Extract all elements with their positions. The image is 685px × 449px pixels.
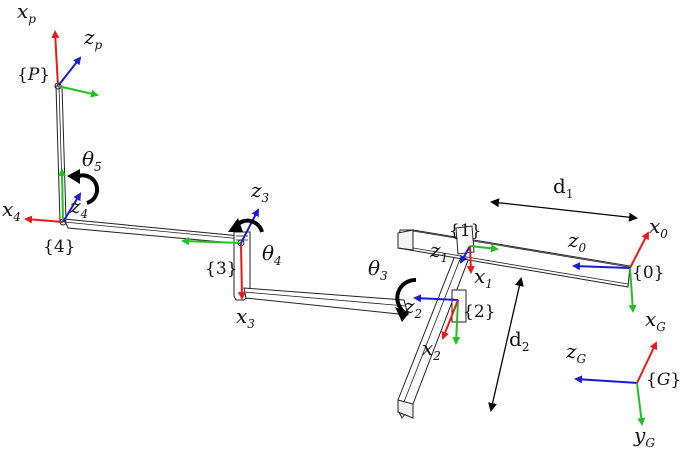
theta3-arrowhead [395,307,409,322]
frame-G-y-axis [636,382,646,426]
d2-label: d2 [509,327,529,354]
frame-G: zG {G} yG [565,339,681,449]
frame-1-z-label: z1 [429,238,448,265]
prismatic-beam-d1 [397,229,631,288]
frame-P-z-axis [57,56,82,87]
frame-4-name: {4} [43,237,75,257]
robot-structure [54,82,631,419]
frame-1-x-axis [466,245,475,274]
d1-label: d1 [553,174,573,201]
frame-3-z-axis [240,208,259,244]
frame-P: xp zp {P} [17,0,103,98]
frame-3: z3 x3 {3} [181,178,270,331]
frame-4-x-label: x4 [2,197,21,224]
theta5-rotation: θ5 [67,147,102,205]
frame-P-z-label: zp [83,25,103,52]
frame-3-x-axis [237,242,246,300]
frame-4: x4 z4 {4} [2,168,88,257]
frame-3-name: {3} [205,259,237,279]
frame-1-name: {1} [449,221,481,241]
link-3-2 [243,287,409,316]
theta3-arc [395,277,417,314]
theta4-rotation: θ4 [228,218,282,268]
frame-2-x-label: x2 [422,336,441,363]
frame-P-name: {P} [17,65,50,85]
theta3-rotation: θ3 [368,256,417,322]
frame-2-name: {2} [463,302,495,322]
frame-4-y-axis [58,168,67,223]
frame-0-z-label: z0 [567,228,587,255]
theta5-label: θ5 [82,147,102,174]
frame-P-x-label: xp [17,0,36,26]
dimension-d2: d2 [488,277,529,412]
frame-4-z-label: z4 [69,194,88,221]
dimension-d1: d1 [490,174,638,222]
frame-4-z-axis [62,192,82,223]
frame-2-z-axis [413,294,459,303]
frame-0-y-axis [628,267,637,313]
frame-1-y-axis [469,244,499,253]
theta5-arrowhead [67,169,80,184]
frame-G-y-label: yG [633,423,655,449]
frame-3-y-axis [181,237,242,246]
frame-P-y-axis [57,85,99,98]
frame-2-y-axis [452,299,461,345]
link-4-3 [63,218,245,245]
frame-G-x-axis [636,341,658,384]
frame-0: x0 z0 {0} xG [567,214,668,334]
frame-0-name: {0} [632,263,664,283]
frame-1-x-label: x1 [474,264,493,291]
frame-3-x-label: x3 [236,304,255,331]
theta5-arc [78,173,100,205]
prismatic-beam-d2 [397,247,473,419]
frame-G-name: {G} [646,370,681,390]
frame-0-x-axis [629,231,649,269]
theta3-label: θ3 [368,256,388,283]
frame-3-z-label: z3 [250,178,270,205]
d1-arrow [490,198,638,222]
frame-0-z-axis [572,262,631,271]
frame-2: z2 x2 {2} [403,294,495,363]
frame-G-z-axis [574,375,638,384]
joint-2-block [451,289,467,323]
frame-0-x-label: x0 [649,214,668,241]
theta4-label: θ4 [262,241,282,268]
frame-1-z-axis [460,245,471,264]
theta4-arrowhead [228,218,243,232]
frame-P-x-axis [51,30,60,87]
frame-2-x-axis [441,299,459,340]
d2-arrow [488,277,524,412]
vertical-post [55,85,67,223]
frame-0-xG-label: xG [645,307,666,334]
frame-4-x-axis [24,215,64,224]
frame-G-z-label: zG [565,339,587,366]
